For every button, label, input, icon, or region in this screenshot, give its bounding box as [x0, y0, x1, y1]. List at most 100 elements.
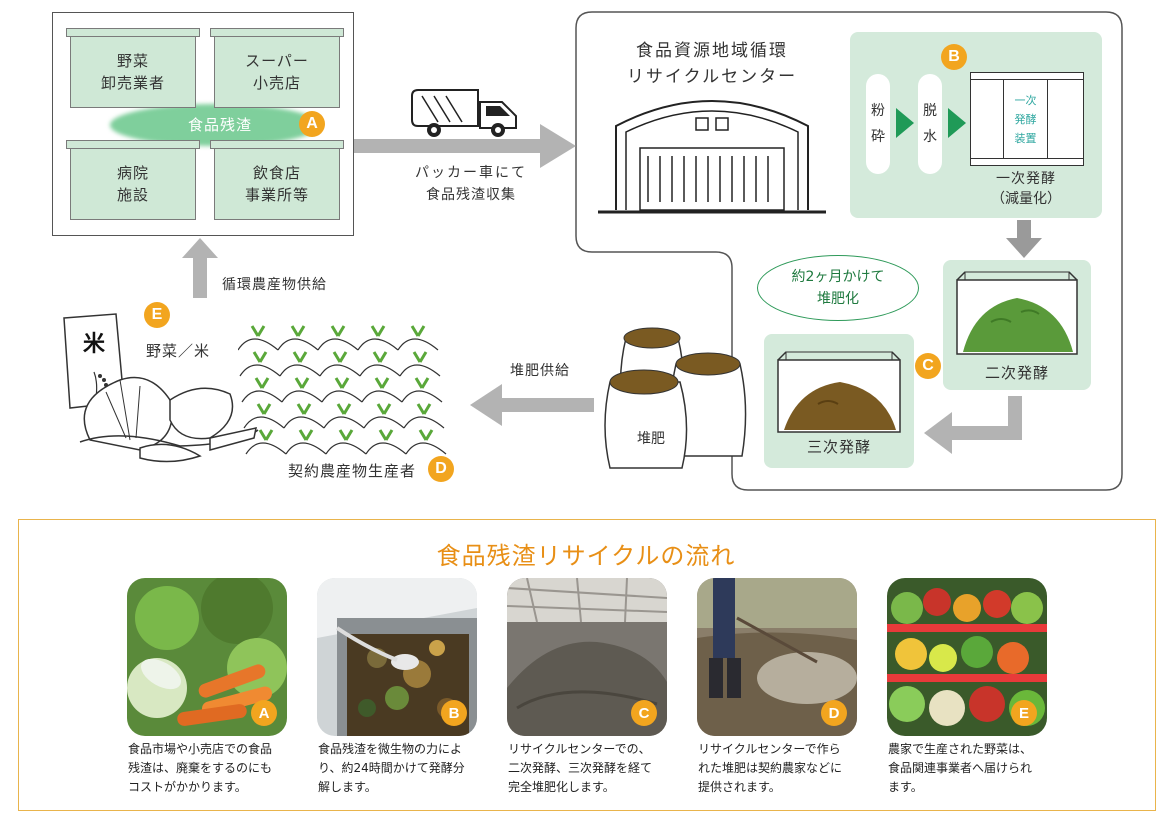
- caption-line: コストがかかります。: [128, 780, 247, 794]
- field-mound: [243, 416, 285, 429]
- truck-caption-2: 食品残渣収集: [426, 187, 516, 203]
- card-caption-e: 農家で生産された野菜は、 食品関連事業者へ届けられ ます。: [888, 740, 1058, 797]
- field-mound: [361, 390, 403, 403]
- arrow-left-icon: [470, 384, 594, 426]
- source-box-wholesaler: 野菜 卸売業者: [70, 36, 196, 108]
- source-box-supermarket: スーパー 小売店: [214, 36, 340, 108]
- caption-line: ます。: [888, 780, 923, 794]
- sprout-icon: [296, 403, 312, 415]
- duration-text: 堆肥化: [817, 291, 859, 307]
- field-mound: [357, 338, 399, 351]
- field-mound: [321, 390, 363, 403]
- caption-line: リサイクルセンターで作ら: [698, 742, 841, 756]
- sprout-icon: [256, 403, 272, 415]
- badge-e: E: [144, 302, 170, 328]
- caption-line: 完全堆肥化します。: [508, 780, 615, 794]
- caption-line: 食品残渣を微生物の力によ: [318, 742, 463, 756]
- arrow-right-icon: [354, 124, 576, 168]
- compost-supply-label: 堆肥供給: [510, 363, 570, 379]
- secondary-label: 二次発酵: [984, 364, 1049, 382]
- caption-line: 残渣は、廃棄をするのにも: [128, 761, 273, 775]
- badge-b: B: [941, 44, 967, 70]
- card-badge: D: [821, 700, 847, 726]
- truck-caption-1: パッカー車にて: [415, 165, 527, 181]
- source-label: 事業所等: [244, 186, 309, 204]
- source-label: 小売店: [252, 74, 301, 92]
- sprout-icon: [418, 429, 434, 441]
- field-mound: [365, 442, 407, 455]
- field-mound: [319, 364, 361, 377]
- sprout-icon: [336, 403, 352, 415]
- compost-pile-photo: C: [507, 578, 667, 736]
- step-dehydrate-char: 脱: [923, 103, 937, 119]
- device-label: 発酵: [1014, 112, 1037, 126]
- card-caption-d: リサイクルセンターで作ら れた堆肥は契約農家などに 提供されます。: [698, 740, 868, 797]
- card-badge: E: [1011, 700, 1037, 726]
- badge-a: A: [299, 111, 325, 137]
- field-mound: [239, 364, 281, 377]
- arrow-left-icon: [924, 396, 1022, 454]
- caption-line: 二次発酵、三次発酵を経て: [508, 761, 653, 775]
- fermentation-photo: B: [317, 578, 477, 736]
- caption-line: り、約24時間かけて発酵分: [318, 761, 465, 775]
- vegetables-photo: A: [127, 578, 287, 736]
- sprout-icon: [290, 325, 306, 337]
- field-mound: [401, 390, 443, 403]
- farm-field-icon: [238, 325, 447, 455]
- sprout-icon: [252, 351, 268, 363]
- sprout-icon: [298, 429, 314, 441]
- primary-device: 一次 発酵 装置: [970, 72, 1084, 166]
- badge-c: C: [915, 353, 941, 379]
- source-label: 病院: [116, 164, 149, 182]
- arrow-right-icon: [948, 108, 966, 138]
- return-supply-label: 循環農産物供給: [222, 277, 327, 293]
- caption-line: 提供されます。: [698, 780, 781, 794]
- field-mound: [323, 416, 365, 429]
- field-mound: [277, 338, 319, 351]
- compost-bag-label: 堆肥: [637, 431, 665, 447]
- source-label: 施設: [116, 186, 149, 204]
- caption-line: れた堆肥は契約農家などに: [698, 761, 843, 775]
- sprout-icon: [334, 377, 350, 389]
- rice-char: 米: [82, 332, 105, 357]
- tertiary-label: 三次発酵: [806, 438, 871, 456]
- sprout-icon: [370, 325, 386, 337]
- field-mound: [397, 338, 439, 351]
- center-title-2: リサイクルセンター: [626, 67, 798, 87]
- field-mound: [245, 442, 287, 455]
- step-dehydrate: 脱 水: [918, 74, 942, 174]
- sprout-icon: [294, 377, 310, 389]
- field-mound: [399, 364, 441, 377]
- arrow-up-icon: [182, 238, 218, 298]
- sprout-icon: [372, 351, 388, 363]
- sprout-icon: [378, 429, 394, 441]
- sprout-icon: [412, 351, 428, 363]
- caption-line: 農家で生産された野菜は、: [888, 742, 1033, 756]
- field-mound: [363, 416, 405, 429]
- step-grind-char: 粉: [871, 103, 885, 119]
- warehouse-icon: [598, 100, 826, 214]
- field-mound: [281, 390, 323, 403]
- field-mound: [283, 416, 325, 429]
- primary-label-1: 一次発酵: [996, 171, 1056, 187]
- card-badge: A: [251, 700, 277, 726]
- card-caption-b: 食品残渣を微生物の力によ り、約24時間かけて発酵分 解します。: [318, 740, 488, 797]
- garbage-truck-icon: [411, 89, 517, 137]
- badge-d: D: [428, 456, 454, 482]
- card-caption-a: 食品市場や小売店での食品 残渣は、廃棄をするのにも コストがかかります。: [128, 740, 298, 797]
- device-label: 一次: [1014, 93, 1037, 107]
- source-box-restaurant: 飲食店 事業所等: [214, 148, 340, 220]
- sprout-icon: [410, 325, 426, 337]
- sprout-icon: [416, 403, 432, 415]
- field-mound: [317, 338, 359, 351]
- step-grind: 粉 砕: [866, 74, 890, 174]
- arrow-down-icon: [1006, 220, 1042, 258]
- step-grind-char: 砕: [871, 129, 885, 145]
- field-mound: [285, 442, 327, 455]
- field-mound: [359, 364, 401, 377]
- duration-bubble: 約2ヶ月かけて 堆肥化: [757, 255, 919, 321]
- source-label: 卸売業者: [100, 74, 165, 92]
- source-label: 飲食店: [252, 164, 301, 182]
- field-mound: [241, 390, 283, 403]
- duration-text: 約2ヶ月かけて: [791, 269, 885, 285]
